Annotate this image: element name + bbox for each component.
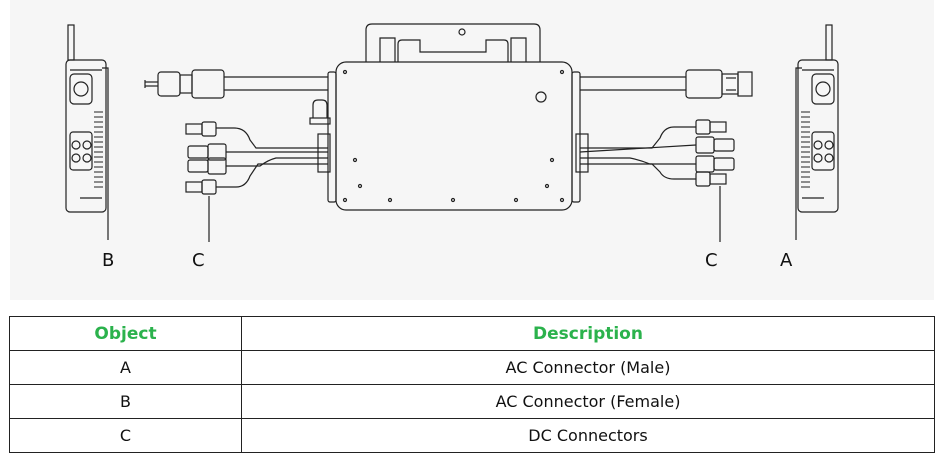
column-header-description: Description	[241, 316, 935, 351]
component-legend-table: Object Description A AC Connector (Male)…	[9, 316, 935, 453]
description-cell: DC Connectors	[241, 418, 935, 453]
right-ac-cable	[580, 69, 753, 99]
callout-label-b: B	[102, 250, 115, 271]
callout-line-b	[102, 67, 109, 240]
microinverter-drawing	[65, 23, 839, 242]
right-bracket-fins	[801, 111, 810, 188]
left-bracket	[65, 24, 107, 213]
right-dc-leads	[575, 119, 735, 187]
callout-label-c-left: C	[192, 250, 205, 271]
inverter-body	[309, 23, 581, 211]
description-cell: AC Connector (Male)	[241, 350, 935, 385]
left-bracket-fins	[94, 111, 103, 188]
left-ac-cable	[144, 69, 328, 99]
column-header-object: Object	[9, 316, 242, 351]
table-header-row: Object Description	[9, 316, 935, 351]
callout-label-c-right: C	[705, 250, 718, 271]
callout-label-a: A	[780, 250, 793, 271]
table-row: B AC Connector (Female)	[9, 384, 935, 419]
right-bracket	[797, 24, 839, 213]
object-cell: A	[9, 350, 242, 385]
object-cell: C	[9, 418, 242, 453]
object-cell: B	[9, 384, 242, 419]
left-dc-leads	[185, 121, 331, 195]
callout-line-a	[795, 67, 802, 240]
table-row: C DC Connectors	[9, 418, 935, 453]
product-diagram: B C C A	[10, 0, 934, 300]
table-row: A AC Connector (Male)	[9, 350, 935, 385]
description-cell: AC Connector (Female)	[241, 384, 935, 419]
